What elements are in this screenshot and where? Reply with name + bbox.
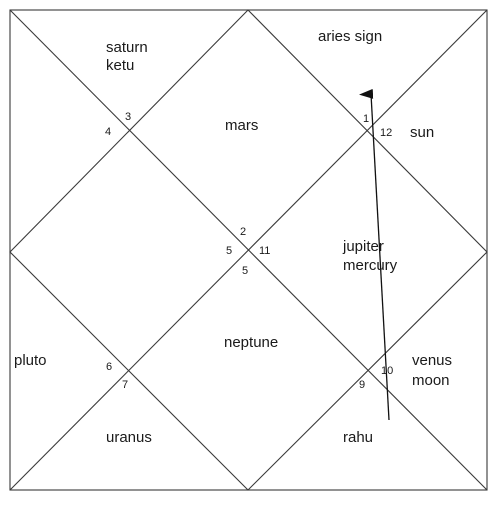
house-number: 10 [381, 365, 393, 377]
house-number: 5 [242, 265, 248, 277]
house-number: 12 [380, 127, 392, 139]
planet-label: sun [410, 124, 434, 141]
house-number: 5 [226, 245, 232, 257]
diagonal-line [9, 9, 488, 491]
planet-label: moon [412, 372, 450, 389]
planet-label: pluto [14, 352, 47, 369]
planet-label: uranus [106, 429, 152, 446]
house-number: 1 [363, 113, 369, 125]
planet-label: venus [412, 352, 452, 369]
planet-label: neptune [224, 334, 278, 351]
annotation-arrow [359, 88, 390, 421]
planet-label: mercury [343, 257, 398, 274]
planet-label: saturn [106, 39, 148, 56]
house-number: 2 [240, 226, 246, 238]
house-number: 7 [122, 379, 128, 391]
house-number: 4 [105, 126, 111, 138]
house-number: 11 [259, 245, 270, 257]
inner-diamond [9, 9, 488, 491]
house-number: 3 [125, 111, 131, 123]
house-number: 9 [359, 379, 365, 391]
planet-label: rahu [343, 429, 373, 446]
planet-label: jupiter [342, 238, 384, 255]
annotation-label: aries sign [318, 28, 382, 45]
house-number: 6 [106, 361, 112, 373]
planet-label: ketu [106, 57, 134, 74]
planet-label: mars [225, 117, 258, 134]
